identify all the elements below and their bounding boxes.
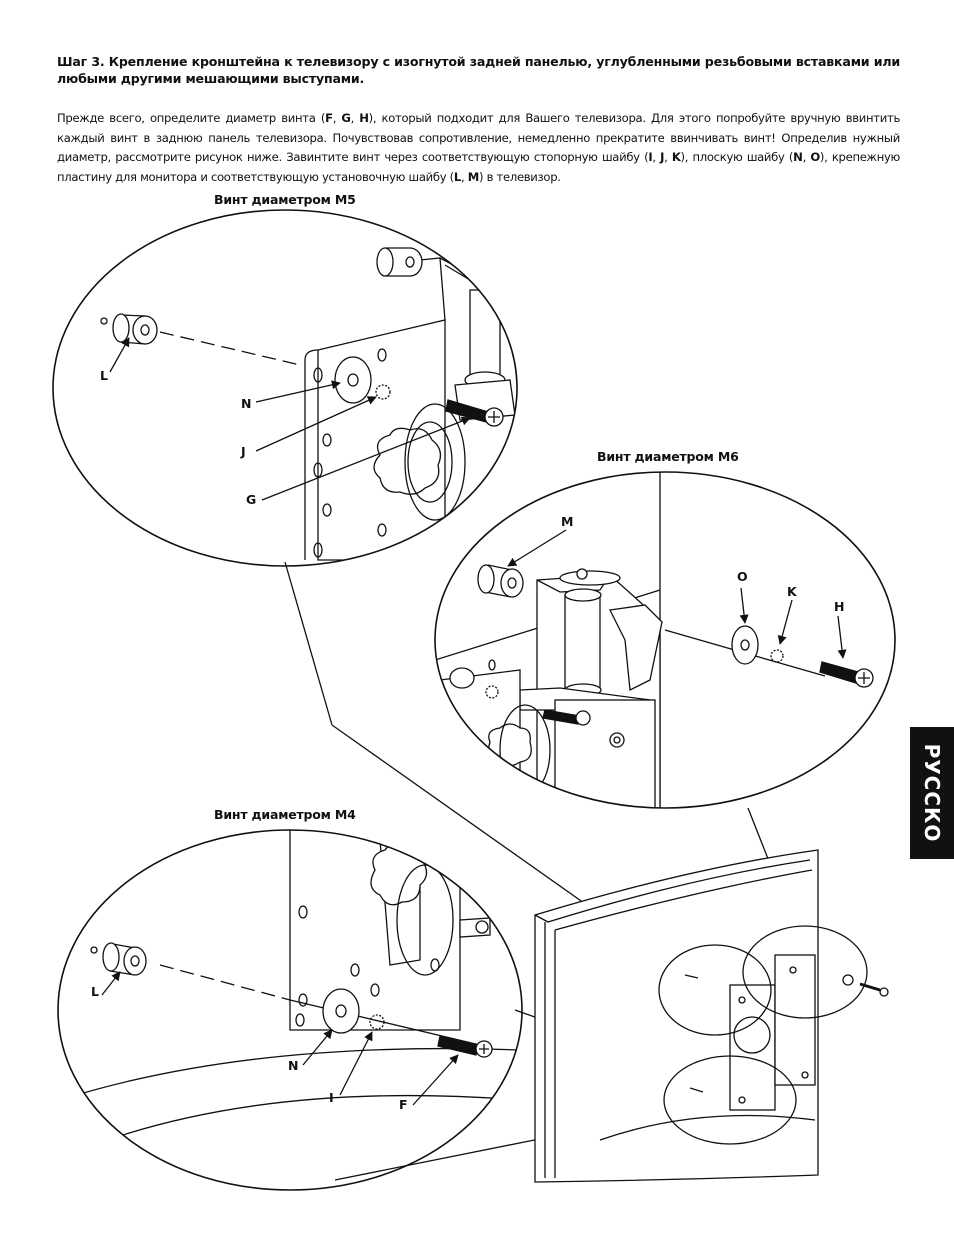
language-tab: РУССКО <box>910 727 954 859</box>
label-L-m4: L <box>91 984 99 999</box>
label-N-m4: N <box>288 1058 299 1073</box>
label-G-m5: G <box>246 492 257 507</box>
spacer-L-m4 <box>90 942 147 976</box>
label-M-m6: M <box>561 514 574 529</box>
label-I-m4: I <box>329 1090 334 1105</box>
m6-detail <box>434 471 896 809</box>
caption-m6: Винт диаметром M6 <box>597 449 739 464</box>
spacer-L-m5 <box>100 313 158 345</box>
label-N-m5: N <box>241 396 252 411</box>
caption-m4: Винт диаметром M4 <box>214 807 356 822</box>
label-L-m5: L <box>100 368 108 383</box>
m4-detail <box>57 829 523 1191</box>
label-J-m5: J <box>241 444 246 459</box>
step-heading: Шаг 3. Крепление кронштейна к телевизору… <box>57 54 900 86</box>
tv-overview <box>534 849 889 1183</box>
caption-m5: Винт диаметром M5 <box>214 192 356 207</box>
m5-detail <box>52 209 518 567</box>
label-O-m6: O <box>737 569 748 584</box>
instructions-paragraph: Прежде всего, определите диаметр винта (… <box>57 111 901 184</box>
label-F-m4: F <box>399 1097 408 1112</box>
label-K-m6: K <box>787 584 797 599</box>
label-H-m6: H <box>834 599 845 614</box>
